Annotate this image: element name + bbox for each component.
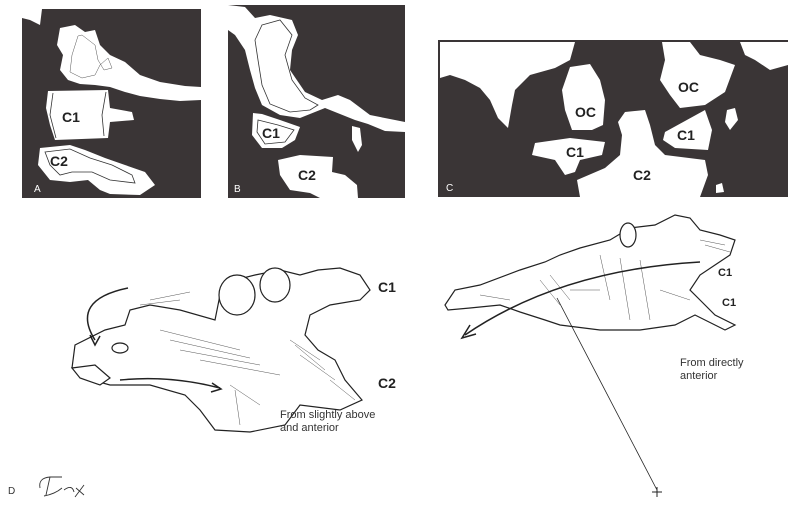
rotation-arrow: [464, 261, 701, 336]
caption-line-1: From directly: [680, 357, 744, 369]
vertebrae-illustration-anterior: C1 C1 From directly anterior: [444, 214, 744, 497]
caption-line-1: From slightly above: [280, 409, 375, 421]
label-c1-upper: C1: [718, 267, 732, 279]
skull-base-blob: [57, 25, 201, 101]
panel-c: OC OC C1 C1 C2 C: [438, 40, 788, 197]
c1-blob-left: [532, 138, 605, 175]
label-c1: C1: [262, 125, 280, 141]
c2-blob-a: [38, 145, 155, 195]
vertebrae-illustration-oblique: C1 C2 From slightly above and anterior: [70, 267, 396, 434]
panel-a: C1 C2 A: [22, 9, 201, 198]
label-c2: C2: [298, 167, 316, 183]
label-c2: C2: [633, 167, 651, 183]
c2-blob-b: [278, 155, 358, 198]
label-c1-lower: C1: [722, 297, 736, 309]
caption-line-2: anterior: [680, 370, 718, 382]
occiput-blob-left: [562, 64, 605, 130]
label-oc-right: OC: [678, 79, 699, 95]
label-c1-right: C1: [677, 127, 695, 143]
rotation-center-marker: [652, 487, 662, 497]
rotation-axis-line: [556, 297, 658, 491]
rotation-arrow: [86, 287, 129, 341]
label-oc-left: OC: [575, 104, 596, 120]
c2-blob: [577, 110, 708, 197]
label-c1: C1: [378, 279, 396, 295]
label-c1: C1: [62, 109, 80, 125]
panel-letter-b: B: [234, 184, 241, 195]
occiput-blob-right: [660, 42, 735, 108]
panel-b: C1 C2 B: [228, 5, 405, 198]
panel-letter-d: D: [8, 486, 15, 497]
skull-base-blob: [440, 42, 575, 128]
c1-blob-a: [46, 90, 134, 140]
panel-letter-c: C: [446, 183, 453, 194]
caption-line-2: and anterior: [280, 422, 339, 434]
label-c1-left: C1: [566, 144, 584, 160]
skull-base-blob: [228, 5, 405, 132]
rotation-arrow-lower: [119, 377, 221, 389]
artist-signature: [39, 476, 85, 498]
panel-letter-a: A: [34, 184, 41, 195]
label-c2: C2: [50, 153, 68, 169]
c1-blob-right: [663, 110, 712, 150]
label-c2: C2: [378, 375, 396, 391]
